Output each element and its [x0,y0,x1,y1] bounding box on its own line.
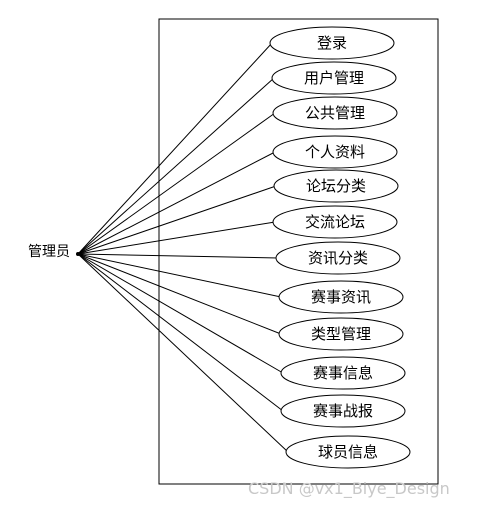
connector-line [77,253,289,453]
connector-line [77,253,282,298]
actor-label: 管理员 [28,244,70,260]
use-case-label: 球员信息 [318,443,378,461]
connector-line [77,253,284,412]
use-case-label: 登录 [317,34,347,52]
use-case: 球员信息 [285,435,411,469]
use-case-label: 赛事战报 [313,402,373,420]
connector-line [77,42,273,255]
use-case-label: 资讯分类 [308,249,368,267]
use-case: 用户管理 [271,61,397,95]
use-case: 论坛分类 [273,169,399,203]
use-case: 类型管理 [278,317,404,351]
system-boundary [158,18,439,485]
use-case-ellipse [280,394,406,428]
connector-line [77,253,282,335]
use-case-ellipse [285,435,411,469]
use-case: 个人资料 [272,135,398,169]
use-case-label: 交流论坛 [305,213,365,231]
connector-line [77,112,276,255]
use-case-ellipse [272,205,398,239]
use-case-ellipse [273,169,399,203]
use-case-label: 论坛分类 [306,177,366,195]
use-case-label: 公共管理 [305,104,365,122]
use-case-label: 赛事信息 [313,364,373,382]
use-case-ellipse [275,241,401,275]
use-case-label: 用户管理 [304,69,364,87]
use-case: 公共管理 [272,96,398,130]
connector-line [77,151,276,255]
use-case-label: 赛事资讯 [311,288,371,306]
use-case: 赛事战报 [280,394,406,428]
use-case-label: 个人资料 [305,143,365,161]
use-case-ellipse [272,96,398,130]
use-case: 赛事资讯 [278,280,404,314]
actor-anchor [76,252,80,256]
connector-lines [76,42,289,453]
watermark: CSDN @vx1_Biye_Design [248,479,450,499]
use-case-ellipse [271,61,397,95]
use-case: 赛事信息 [280,356,406,390]
use-case-ellipse [272,135,398,169]
use-case-ellipse [278,317,404,351]
connector-line [77,185,277,255]
connector-line [77,253,279,259]
connector-line [77,253,284,374]
use-case-ellipse [269,26,395,60]
use-case-list: 登录用户管理公共管理个人资料论坛分类交流论坛资讯分类赛事资讯类型管理赛事信息赛事… [269,26,411,469]
use-case-ellipse [280,356,406,390]
use-case: 资讯分类 [275,241,401,275]
use-case: 登录 [269,26,395,60]
use-case-label: 类型管理 [311,325,371,343]
use-case: 交流论坛 [272,205,398,239]
connector-line [77,77,275,255]
use-case-ellipse [278,280,404,314]
connector-line [77,221,276,255]
